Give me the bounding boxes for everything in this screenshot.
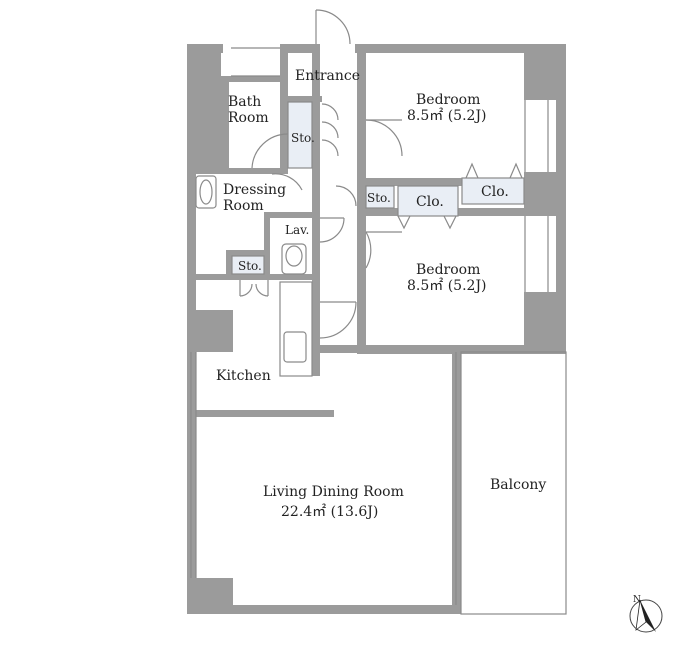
closet-1-label: Clo. bbox=[416, 194, 444, 210]
bedroom-2-name: Bedroom bbox=[416, 262, 480, 278]
windows bbox=[190, 47, 549, 605]
storage-dressing-label: Sto. bbox=[238, 259, 262, 273]
bedroom-1-name: Bedroom bbox=[416, 92, 480, 108]
compass-north-label: N bbox=[633, 595, 641, 605]
storage-entrance-label: Sto. bbox=[291, 131, 315, 145]
bedroom-2-area: 8.5㎡ (5.2J) bbox=[407, 278, 487, 294]
storage-hall-label: Sto. bbox=[367, 191, 391, 205]
bath-room-label: Bath bbox=[228, 94, 261, 110]
bedroom-1-area: 8.5㎡ (5.2J) bbox=[407, 108, 487, 124]
fixtures bbox=[195, 101, 525, 377]
dressing-room-label-2: Room bbox=[223, 198, 264, 214]
closet-2-label: Clo. bbox=[481, 184, 509, 200]
lavatory-label: Lav. bbox=[285, 223, 309, 237]
north-compass: N bbox=[629, 595, 663, 633]
walls bbox=[187, 44, 566, 614]
kitchen-label: Kitchen bbox=[216, 368, 271, 384]
living-dining-room-area: 22.4㎡ (13.6J) bbox=[281, 504, 378, 520]
bath-room-label-2: Room bbox=[228, 110, 269, 126]
living-dining-room-name: Living Dining Room bbox=[263, 484, 404, 500]
dressing-room-label: Dressing bbox=[223, 182, 286, 198]
balcony-label: Balcony bbox=[490, 477, 546, 493]
balcony-area bbox=[460, 351, 567, 615]
north-arrow-icon bbox=[640, 600, 656, 632]
entrance-label: Entrance bbox=[295, 68, 360, 84]
